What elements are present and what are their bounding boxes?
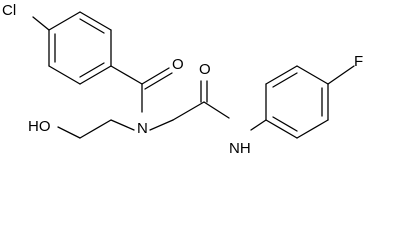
bond (296, 119, 329, 139)
bond (57, 126, 81, 139)
bond (79, 62, 105, 78)
bond (48, 65, 81, 85)
bond (172, 101, 205, 121)
carbonyl-oxygen-label: O (172, 56, 184, 73)
bond (265, 65, 298, 85)
bond (110, 65, 143, 85)
bond (32, 16, 50, 31)
bond (203, 101, 230, 119)
chlorine-label: Cl (2, 2, 16, 19)
bond (149, 119, 174, 131)
carbonyl-oxygen-label-2: O (199, 61, 211, 78)
bond (110, 119, 135, 131)
bond (79, 11, 112, 31)
fluorine-label: F (354, 53, 363, 70)
atom-labels: Cl O N O NH F HO (2, 2, 363, 157)
bond (296, 65, 329, 85)
amine-nh-label: NH (229, 140, 251, 157)
bond (141, 67, 170, 85)
bond (144, 72, 173, 90)
bond (272, 72, 298, 88)
bond (79, 119, 112, 139)
bond (265, 119, 298, 139)
bond (272, 116, 298, 132)
amide-nitrogen-label: N (137, 120, 148, 137)
hydroxyl-label: HO (28, 118, 51, 135)
bond (250, 119, 267, 131)
bond (79, 65, 112, 85)
bond (48, 11, 81, 31)
bond (79, 18, 105, 34)
chemical-structure: Cl O N O NH F HO (2, 2, 363, 157)
bond-lines (32, 11, 355, 139)
bond (327, 65, 355, 85)
